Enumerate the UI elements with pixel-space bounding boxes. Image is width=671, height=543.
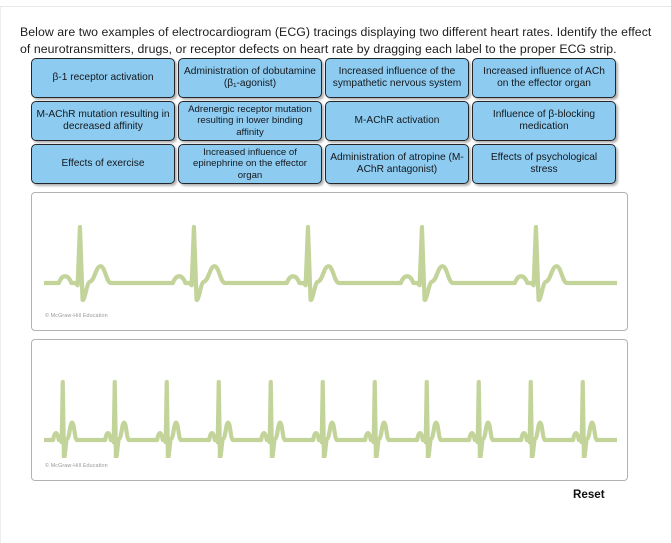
copyright-credit: © McGraw-Hill Education	[45, 463, 108, 469]
drag-label-administration-of-dobutamine[interactable]: Administration of dobutamine (β₁-agonist…	[178, 58, 322, 98]
draggable-label-grid: β-1 receptor activation Administration o…	[31, 58, 619, 187]
drag-label-effects-of-exercise[interactable]: Effects of exercise	[31, 144, 175, 184]
drag-label-effects-of-psychological-stress[interactable]: Effects of psychological stress	[472, 144, 616, 184]
drag-label-increased-influence-epinephrine[interactable]: Increased influence of epinephrine on th…	[178, 144, 322, 184]
label-cell: Effects of exercise	[31, 144, 178, 187]
drag-label-machr-mutation-decreased-affinity[interactable]: M-AChR mutation resulting in decreased a…	[31, 101, 175, 141]
label-cell: Increased influence of the sympathetic n…	[325, 58, 472, 101]
drag-label-increased-influence-sympathetic[interactable]: Increased influence of the sympathetic n…	[325, 58, 469, 98]
label-cell: Effects of psychological stress	[472, 144, 619, 187]
label-cell: Increased influence of ACh on the effect…	[472, 58, 619, 101]
ecg-tracing-fast	[44, 368, 617, 458]
ecg-tracing-slow	[44, 215, 617, 305]
copyright-credit: © McGraw-Hill Education	[45, 313, 108, 319]
drag-label-increased-influence-ach[interactable]: Increased influence of ACh on the effect…	[472, 58, 616, 98]
ecg-dropzone-fast[interactable]: © McGraw-Hill Education	[31, 339, 628, 481]
drag-label-adrenergic-receptor-mutation[interactable]: Adrenergic receptor mutation resulting i…	[178, 101, 322, 141]
reset-button[interactable]: Reset	[573, 488, 605, 501]
drag-label-administration-of-atropine[interactable]: Administration of atropine (M-AChR antag…	[325, 144, 469, 184]
drag-label-machr-activation[interactable]: M-AChR activation	[325, 101, 469, 141]
label-cell: Increased influence of epinephrine on th…	[178, 144, 325, 187]
label-cell: Administration of dobutamine (β₁-agonist…	[178, 58, 325, 101]
top-divider	[0, 6, 671, 7]
ecg-dropzone-slow[interactable]: © McGraw-Hill Education	[31, 192, 628, 331]
activity-instructions: Below are two examples of electrocardiog…	[20, 25, 652, 56]
label-cell: Administration of atropine (M-AChR antag…	[325, 144, 472, 187]
label-cell: M-AChR mutation resulting in decreased a…	[31, 101, 178, 144]
drag-label-b1-receptor-activation[interactable]: β-1 receptor activation	[31, 58, 175, 98]
label-cell: β-1 receptor activation	[31, 58, 178, 101]
label-cell: M-AChR activation	[325, 101, 472, 144]
label-cell: Adrenergic receptor mutation resulting i…	[178, 101, 325, 144]
drag-label-influence-beta-blocking[interactable]: Influence of β-blocking medication	[472, 101, 616, 141]
label-cell: Influence of β-blocking medication	[472, 101, 619, 144]
left-divider	[0, 7, 1, 543]
